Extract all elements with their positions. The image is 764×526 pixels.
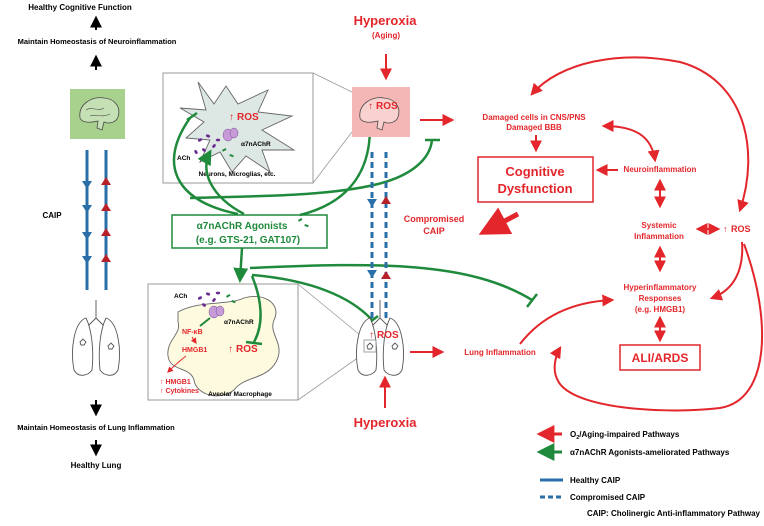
lung-inflammation-to-hyper-arrow <box>519 294 615 345</box>
neuron-zoom-line-top <box>312 72 353 93</box>
neuron-ros-arrow: ↑ <box>229 112 234 123</box>
compromised-caip-lines <box>367 152 391 318</box>
legend-green-label: α7nAChR Agonists-ameliorated Pathways <box>570 448 730 457</box>
ali-label: ALI/ARDS <box>632 351 689 365</box>
legend-compromised-label: Compromised CAIP <box>570 493 646 502</box>
compromised-line-1: Compromised <box>404 214 465 224</box>
green-arrow-to-receptor <box>197 149 245 216</box>
green-inhibit-brain-ros <box>299 127 372 217</box>
ali-box <box>619 344 701 371</box>
ros-to-hyper-arrow <box>709 241 744 301</box>
lung-ros-arrow: ↑ <box>369 330 374 341</box>
green-inhibit-macrophage-ros <box>250 275 262 343</box>
healthy-lungs-icon <box>72 300 120 376</box>
agonist-line-1: α7nAChR Agonists <box>197 221 288 232</box>
macrophage-zoom-line-bottom <box>297 351 367 401</box>
right-ros-arrow: ↑ <box>723 224 728 234</box>
cytokines-up-label: ↑ Cytokines <box>160 388 199 395</box>
hyper-line-1: Hyperinflammatory <box>624 283 697 292</box>
neuron-zoom-line-bottom <box>312 131 353 184</box>
top-loop-arrow <box>530 56 750 213</box>
right-ros-label: ROS <box>731 224 751 234</box>
nfkb-label: NF-κB <box>182 329 203 336</box>
bottom-loop-arrow <box>549 243 764 412</box>
brain-ros-label: ROS <box>376 101 398 112</box>
agonist-box <box>171 214 328 249</box>
cognitive-line-1: Cognitive <box>505 164 564 179</box>
green-inhibit-lung-inflammation <box>249 263 533 302</box>
caip-label: CAIP <box>42 211 62 220</box>
damaged-brain-icon <box>352 87 410 137</box>
macrophage-zoom-line-top <box>297 283 367 341</box>
neuron-receptor-icon <box>222 127 239 142</box>
damaged-line-2: Damaged BBB <box>506 123 562 132</box>
neuron-cells-label: Neurons, Microglias, etc. <box>199 171 276 178</box>
hmgb1-up-label: ↑ HMGB1 <box>160 379 191 386</box>
neuron-ach-vesicles <box>194 134 221 155</box>
hyper-line-3: (e.g. HMGB1) <box>635 305 686 314</box>
neuron-agonist-dashes <box>222 148 234 158</box>
lung-inflammation-tee <box>526 293 538 308</box>
systemic-line-2: Inflammation <box>634 232 684 241</box>
legend-footnote: CAIP: Cholinergic Anti-inflammatory Path… <box>587 509 761 518</box>
agonist-dashes-icon <box>297 218 309 228</box>
green-inhibit-neuron-ros <box>172 117 239 216</box>
macrophage-receptor-label: α7nAChR <box>224 319 254 326</box>
macrophage-ros-label: ROS <box>236 344 258 355</box>
macrophage-agonist-dashes <box>226 294 236 304</box>
green-inhibit-lung-ros <box>251 273 373 321</box>
green-inhibit-damaged <box>189 139 434 200</box>
green-arrow-to-macrophage <box>233 247 249 283</box>
macrophage-ach-vesicles <box>197 291 221 307</box>
nfkb-arrow <box>190 336 197 344</box>
hmgb1-label: HMGB1 <box>182 347 207 354</box>
healthy-caip-lines <box>82 150 111 290</box>
macrophage-cell-shape <box>167 296 280 397</box>
neuron-receptor-label: α7nAChR <box>241 141 271 148</box>
neuroinflammation-label: Neuroinflammation <box>624 165 697 174</box>
bottom-hyperoxia-label: Hyperoxia <box>354 415 418 430</box>
damaged-lungs-icon <box>356 300 404 376</box>
neuron-ros-label: ROS <box>237 112 259 123</box>
macrophage-ros-arrow: ↑ <box>228 344 233 355</box>
compromised-caip-thick-arrow <box>478 207 520 235</box>
macrophage-label: Aveolar Macrophage <box>208 391 272 398</box>
macrophage-ach-label: ACh <box>174 293 187 300</box>
receptor-inhibit-nfkb <box>199 317 211 327</box>
brain-ros-arrow: ↑ <box>368 101 373 112</box>
agonist-line-2: (e.g. GTS-21, GAT107) <box>196 235 300 246</box>
neuron-ach-label: ACh <box>177 155 190 162</box>
maintain-neuro-label: Maintain Homeostasis of Neuroinflammatio… <box>18 37 177 46</box>
healthy-cognitive-label: Healthy Cognitive Function <box>28 3 132 12</box>
legend-red-label: O2/Aging-impaired Pathways <box>570 430 680 441</box>
macrophage-receptor-icon <box>208 305 225 319</box>
damaged-neuro-double-arrow <box>601 120 660 163</box>
lung-inflammation-label: Lung Inflammation <box>464 348 536 357</box>
systemic-line-1: Systemic <box>641 221 677 230</box>
macrophage-ros-tee <box>245 340 263 346</box>
top-hyperoxia-label: Hyperoxia <box>354 13 418 28</box>
compromised-line-2: CAIP <box>423 226 445 236</box>
aging-label: (Aging) <box>372 31 400 40</box>
maintain-lung-label: Maintain Homeostasis of Lung Inflammatio… <box>17 423 175 432</box>
hyper-line-2: Responses <box>639 294 682 303</box>
lung-ros-label: ROS <box>377 330 399 341</box>
hmgb1-to-cytokines-arrow <box>167 355 187 373</box>
legend-healthy-label: Healthy CAIP <box>570 476 621 485</box>
damaged-line-1: Damaged cells in CNS/PNS <box>482 113 586 122</box>
healthy-brain-icon <box>70 89 125 139</box>
cognitive-line-2: Dysfunction <box>497 181 572 196</box>
healthy-lung-label: Healthy Lung <box>71 461 122 470</box>
neuron-ros-tee <box>186 111 198 122</box>
